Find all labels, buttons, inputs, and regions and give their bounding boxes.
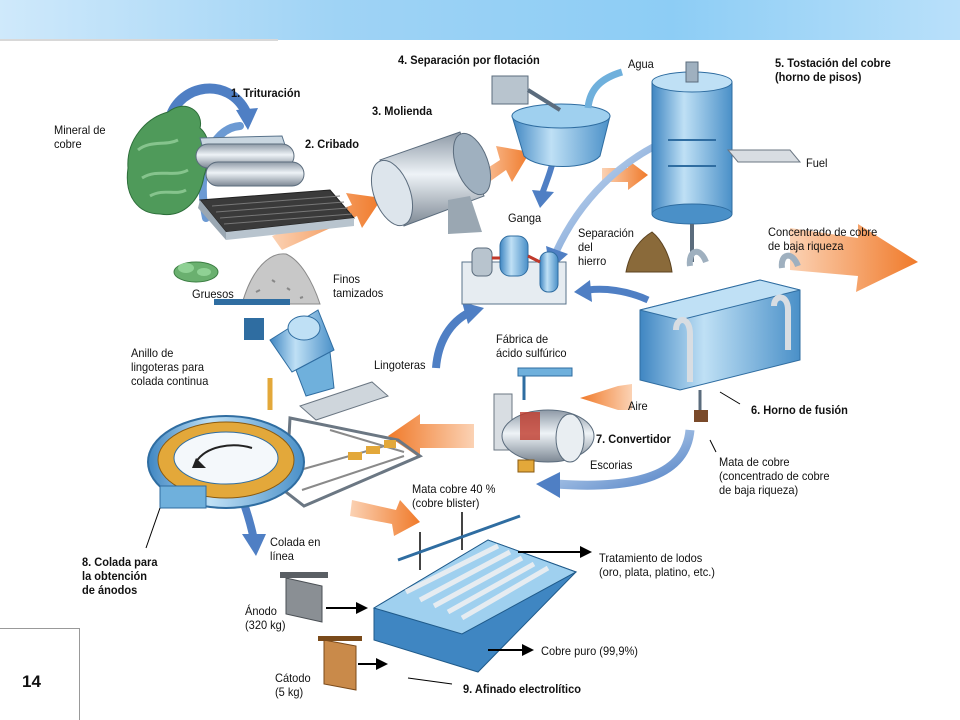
page-number: 14 <box>22 672 41 691</box>
acid-plant <box>461 235 567 305</box>
catodo-label: Cátodo (5 kg) <box>275 671 311 699</box>
casting-ladle <box>214 299 335 410</box>
page-number-box <box>0 628 80 720</box>
coarse-pile <box>173 261 219 283</box>
flow-arrow-to-electrolysis <box>350 500 420 536</box>
mata-40-label: Mata cobre 40 % (cobre blister) <box>412 482 496 510</box>
separacion-hierro-label: Separación del hierro <box>578 226 634 268</box>
step-trituracion-label: 1. Trituración <box>231 86 301 100</box>
anodo-label: Ánodo (320 kg) <box>245 604 286 632</box>
cobre-puro-label: Cobre puro (99,9%) <box>541 644 638 658</box>
step-flotacion-label: 4. Separación por flotación <box>398 53 540 67</box>
header-band <box>0 0 960 40</box>
concentrado-label: Concentrado de cobre de baja riqueza <box>768 225 878 253</box>
arrow-mata-to-converter <box>555 429 695 490</box>
smelting-furnace <box>639 249 801 422</box>
step-convertidor-label: 7. Convertidor <box>596 432 671 446</box>
crusher-rollers <box>195 135 305 187</box>
step-cribado-label: 2. Cribado <box>305 137 359 151</box>
anillo-label: Anillo de lingoteras para colada continu… <box>131 346 209 388</box>
screen-grid <box>198 189 355 240</box>
aire-label: Aire <box>628 399 648 413</box>
fabrica-acido-label: Fábrica de ácido sulfúrico <box>496 332 567 360</box>
flow-arrow-to-tostacion <box>602 160 648 190</box>
header-divider <box>0 39 278 41</box>
arrow-mata-head <box>536 472 560 498</box>
step-horno-fusion-label: 6. Horno de fusión <box>751 403 848 417</box>
tratamiento-lodos-label: Tratamiento de lodos (oro, plata, platin… <box>599 551 715 579</box>
converter <box>493 367 595 473</box>
escorias-label: Escorias <box>590 458 633 472</box>
gruesos-label: Gruesos <box>192 287 234 301</box>
arrow-horno-to-acid <box>587 285 650 304</box>
pointer-arrows <box>145 391 741 685</box>
roasted-concentrate-pile <box>625 231 673 273</box>
mata-cobre-label: Mata de cobre (concentrado de cobre de b… <box>719 455 830 497</box>
flow-arrow-concentrado <box>790 224 918 292</box>
ball-mill <box>370 131 492 234</box>
flotation-tank <box>491 68 624 167</box>
arrow-colada-head <box>242 534 266 556</box>
arrow-to-acid-head <box>462 302 484 324</box>
step-afinado-label: 9. Afinado electrolítico <box>463 682 581 696</box>
mineral-pile <box>126 105 210 216</box>
fines-pile <box>241 253 321 305</box>
water-pipe <box>584 68 624 109</box>
casting-wheel <box>147 415 305 509</box>
colada-linea-label: Colada en línea <box>270 535 321 563</box>
mineral-label: Mineral de cobre <box>54 123 106 151</box>
step-tostacion-label: 5. Tostación del cobre (horno de pisos) <box>775 56 891 84</box>
fuel-rail <box>726 149 802 163</box>
ganga-label: Ganga <box>508 211 542 225</box>
arrow-horno-to-acid-head <box>574 280 592 302</box>
electrolytic-cells <box>372 512 578 673</box>
flow-arrow-aire <box>580 384 632 410</box>
arrow-to-acid-plant <box>432 308 472 369</box>
step-molienda-label: 3. Molienda <box>372 104 433 118</box>
arrow-trituracion-head <box>236 108 258 130</box>
fuel-label: Fuel <box>806 156 828 170</box>
lingoteras-label: Lingoteras <box>374 358 426 372</box>
agua-label: Agua <box>628 57 654 71</box>
step-colada-label: 8. Colada para la obtención de ánodos <box>82 555 158 597</box>
arrow-ganga-head <box>532 190 554 208</box>
roasting-furnace <box>651 61 802 262</box>
anode-plate <box>280 572 328 623</box>
finos-label: Finos tamizados <box>333 272 384 300</box>
cathode-plate <box>318 636 362 691</box>
